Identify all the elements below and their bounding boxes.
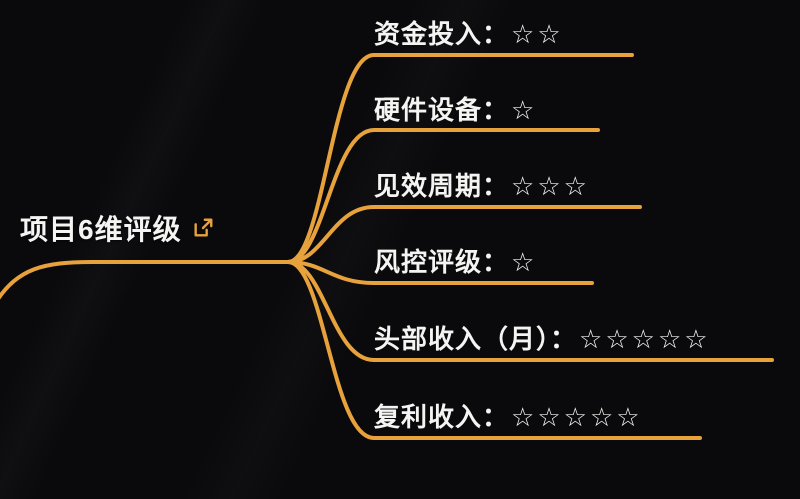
root-node[interactable]: 项目6维评级 — [20, 208, 214, 248]
topic-item-5[interactable]: 头部收入（月）： ☆☆☆☆☆ — [374, 319, 711, 356]
branch-line-1 — [286, 53, 634, 264]
topic-label: 硬件设备： — [374, 95, 510, 125]
topic-label: 资金投入： — [374, 19, 510, 49]
topic-stars: ☆☆☆☆☆ — [579, 324, 711, 354]
topic-item-2[interactable]: 硬件设备： ☆ — [374, 90, 537, 127]
topic-label: 头部收入（月）： — [374, 324, 578, 354]
topic-stars: ☆ — [511, 95, 538, 125]
topic-item-4[interactable]: 风控评级： ☆ — [374, 242, 537, 279]
branch-line-5 — [286, 260, 774, 362]
topic-stars: ☆☆☆ — [511, 171, 590, 201]
external-link-icon[interactable] — [192, 217, 214, 239]
root-branch-line — [0, 260, 290, 300]
root-label: 项目6维评级 — [20, 214, 182, 245]
branch-line-4 — [286, 260, 594, 285]
topic-item-3[interactable]: 见效周期： ☆☆☆ — [374, 166, 590, 203]
branch-line-2 — [286, 128, 600, 264]
topic-label: 风控评级： — [374, 247, 510, 277]
topic-label: 见效周期： — [374, 171, 510, 201]
topic-stars: ☆ — [511, 247, 538, 277]
topic-stars: ☆☆ — [511, 19, 564, 49]
topic-item-6[interactable]: 复利收入： ☆☆☆☆☆ — [374, 397, 643, 434]
topic-item-1[interactable]: 资金投入： ☆☆ — [374, 14, 564, 51]
topic-stars: ☆☆☆☆☆ — [511, 402, 643, 432]
branch-line-3 — [286, 205, 642, 264]
branch-line-6 — [286, 260, 702, 440]
topic-label: 复利收入： — [374, 402, 510, 432]
